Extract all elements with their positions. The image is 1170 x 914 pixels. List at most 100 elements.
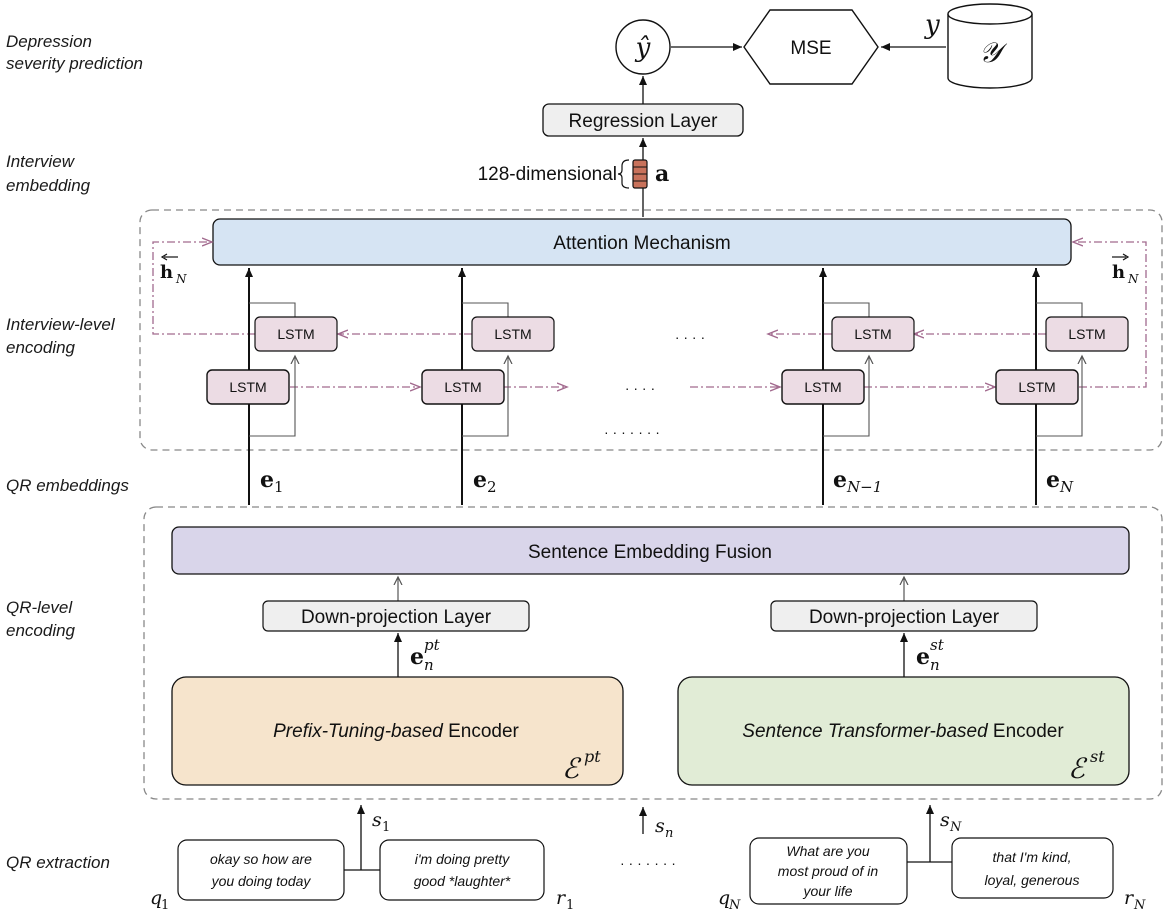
question-N-line3: your life (802, 883, 852, 899)
svg-text:q: q (150, 887, 162, 909)
lstm-backward-N (1045, 316, 1129, 352)
svg-text:N: N (949, 820, 962, 835)
response-N-box (951, 837, 1114, 899)
forward-recurrence (290, 242, 1147, 387)
svg-text:N−1: N−1 (846, 478, 882, 496)
svg-text:pt: pt (584, 747, 601, 766)
svg-text:n: n (665, 826, 673, 841)
down-projection-right (770, 600, 1038, 632)
y-label: y (924, 10, 940, 40)
lstm-forward-N (995, 369, 1079, 405)
s1-label: s 1 (372, 809, 390, 835)
svg-text:st: st (1090, 747, 1105, 766)
label-interview-level-encoding: encoding (6, 338, 76, 357)
fusion-label: Sentence Embedding Fusion (528, 542, 772, 563)
encoder-st-symbol: ℰ st (1068, 747, 1105, 785)
label-qr-level: QR-level (6, 598, 73, 617)
svg-text:s: s (940, 809, 950, 831)
interview-level-container (139, 209, 1163, 451)
question-1-box (177, 839, 345, 901)
svg-text:r: r (1124, 887, 1135, 909)
lstm-backward-label-N: LSTM (1068, 326, 1105, 342)
embedding-vector-icon (632, 159, 648, 189)
svg-text:r: r (556, 887, 567, 909)
y-hat-node (615, 19, 671, 75)
rN-label: r N (1124, 887, 1146, 913)
svg-text:1: 1 (566, 898, 574, 913)
r1-label: r 1 (556, 887, 574, 913)
svg-text:N: N (1059, 478, 1074, 496)
label-qr-level-encoding: encoding (6, 621, 76, 640)
question-N-line2: most proud of in (778, 863, 879, 879)
svg-text:1: 1 (382, 820, 390, 835)
label-embedding: embedding (6, 176, 91, 195)
svg-text:h: h (1112, 262, 1125, 283)
down-projection-left (262, 600, 530, 632)
svg-text:e: e (260, 467, 274, 493)
extraction-dots: · · · · · · · (620, 855, 676, 871)
lstm-backward-N-1 (831, 316, 915, 352)
skip-to-backward-1 (249, 356, 295, 437)
svg-text:pt: pt (424, 636, 441, 654)
dots-backward: · · · · (675, 329, 705, 345)
response-1-line1: i'm doing pretty (415, 851, 510, 867)
svg-text:ℰ: ℰ (562, 752, 582, 785)
svg-text:n: n (424, 656, 434, 674)
label-severity-prediction: severity prediction (6, 54, 143, 73)
mse-node (743, 9, 879, 85)
eN-label: e N (1046, 467, 1074, 496)
backward-output-N-1 (823, 302, 870, 318)
mse-label: MSE (790, 38, 831, 59)
lstm-backward-1 (254, 316, 338, 352)
curly-brace (617, 159, 630, 189)
svg-text:st: st (930, 636, 945, 654)
lstm-forward-2 (421, 369, 505, 405)
embedding-symbol: a (655, 161, 669, 187)
q1-label: q 1 (150, 887, 169, 913)
skip-to-backward-2 (462, 356, 508, 437)
svg-text:N: N (1133, 898, 1146, 913)
e-pt-label: e n pt (410, 636, 441, 674)
lstm-backward-label-1: LSTM (277, 326, 314, 342)
skip-to-backward-N (1036, 356, 1082, 437)
svg-text:s: s (655, 815, 665, 837)
qN-label: q N (718, 887, 741, 913)
sN-label: s N (940, 809, 962, 835)
svg-text:2: 2 (487, 478, 497, 496)
prefix-tuning-encoder-label: Prefix-Tuning-based Encoder (273, 721, 519, 742)
dataset-cylinder (947, 3, 1033, 89)
sentence-embedding-fusion (171, 526, 1130, 575)
response-1-box (379, 839, 545, 901)
svg-text:n: n (930, 656, 940, 674)
label-interview: Interview (6, 152, 76, 171)
regression-layer (542, 103, 744, 137)
response-N-line2: loyal, generous (985, 872, 1080, 888)
svg-text:1: 1 (274, 478, 284, 496)
svg-text:N: N (728, 898, 741, 913)
response-1-line2: good *laughter* (414, 873, 511, 889)
label-qr-extraction: QR extraction (6, 853, 110, 872)
sn-label: s n (655, 815, 673, 841)
attention-label: Attention Mechanism (553, 233, 730, 254)
backward-output-1 (249, 302, 296, 318)
dimension-label: 128-dimensional (478, 164, 617, 185)
question-N-line1: What are you (786, 843, 869, 859)
backward-output-N (1036, 302, 1083, 318)
sentence-transformer-encoder-label: Sentence Transformer-based Encoder (742, 721, 1064, 742)
lstm-forward-label-N: LSTM (1018, 379, 1055, 395)
qr-level-container (143, 506, 1163, 800)
dots-forward: · · · · (625, 380, 655, 396)
down-projection-left-label: Down-projection Layer (301, 607, 492, 628)
lstm-forward-N-1 (781, 369, 865, 405)
e2-label: e 2 (473, 467, 497, 496)
e1-label: e 1 (260, 467, 284, 496)
svg-text:N: N (175, 272, 187, 286)
svg-text:h: h (160, 262, 173, 283)
e-st-label: e n st (916, 636, 945, 674)
dots-middle: · · · · · · · (604, 424, 660, 440)
regression-layer-label: Regression Layer (569, 111, 719, 132)
lstm-forward-label-2: LSTM (444, 379, 481, 395)
encoder-pt-symbol: ℰ pt (562, 747, 601, 785)
